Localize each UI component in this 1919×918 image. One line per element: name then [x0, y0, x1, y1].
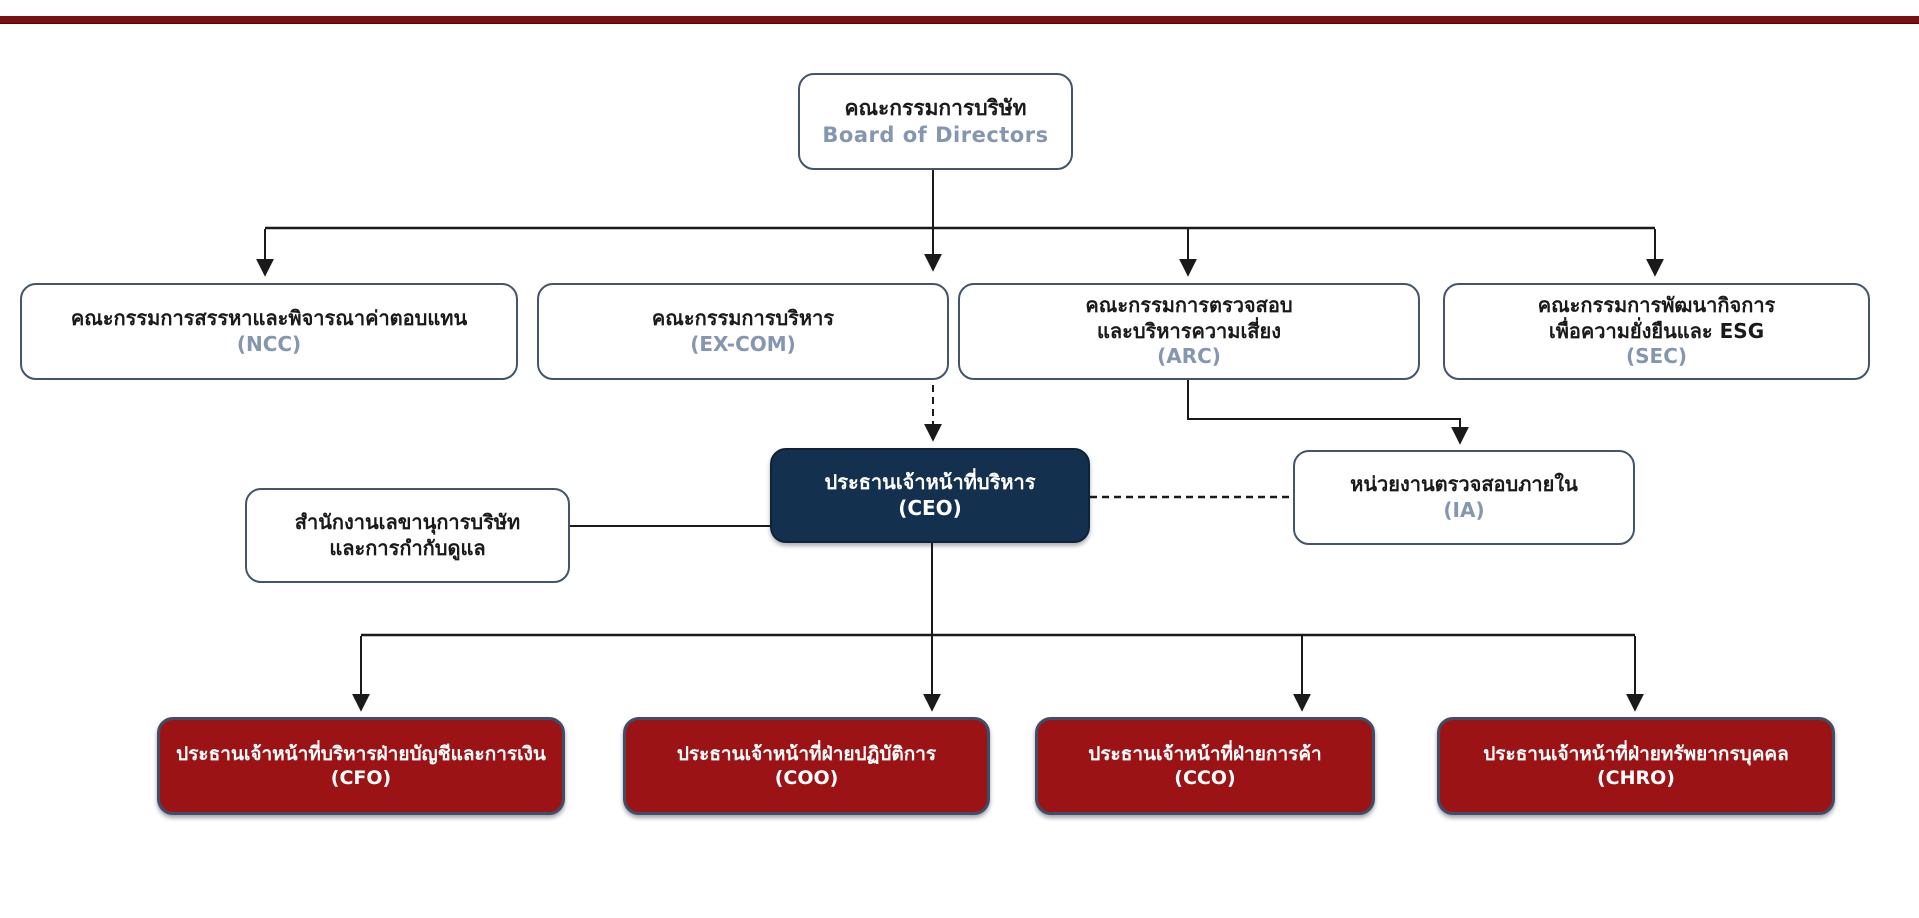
committee-abbr: (EX-COM): [690, 331, 796, 356]
board-title-en: Board of Directors: [822, 122, 1049, 147]
executive-title: ประธานเจ้าหน้าที่ฝ่ายปฏิบัติการ: [676, 742, 937, 765]
executive-title: ประธานเจ้าหน้าที่ฝ่ายทรัพยากรบุคคล: [1483, 742, 1789, 765]
executive-abbr: (CCO): [1174, 767, 1236, 789]
internal-audit-box: หน่วยงานตรวจสอบภายใน (IA): [1293, 450, 1635, 545]
committee-title: คณะกรรมการสรรหาและพิจารณาค่าตอบแทน: [70, 305, 468, 330]
executive-abbr: (CFO): [330, 767, 392, 789]
executive-title: ประธานเจ้าหน้าที่ฝ่ายการค้า: [1088, 742, 1322, 765]
committee-abbr: (NCC): [236, 331, 302, 356]
executive-title: ประธานเจ้าหน้าที่บริหารฝ่ายบัญชีและการเง…: [176, 742, 546, 765]
committee-box-ncc: คณะกรรมการสรรหาและพิจารณาค่าตอบแทน (NCC): [20, 283, 518, 380]
secretary-title-line2: และการกำกับดูแล: [329, 535, 486, 560]
executive-abbr: (CHRO): [1597, 767, 1675, 789]
committee-box-arc: คณะกรรมการตรวจสอบ และบริหารความเสี่ยง (A…: [958, 283, 1420, 380]
ceo-title: ประธานเจ้าหน้าที่บริหาร: [824, 469, 1036, 494]
committee-title-line2: และบริหารความเสี่ยง: [1096, 318, 1282, 343]
committee-title: คณะกรรมการบริหาร: [651, 305, 835, 330]
committee-abbr: (ARC): [1157, 344, 1221, 369]
internal-audit-title: หน่วยงานตรวจสอบภายใน: [1350, 471, 1578, 496]
committee-title: คณะกรรมการพัฒนากิจการ: [1537, 293, 1776, 318]
executive-abbr: (COO): [774, 767, 839, 789]
board-of-directors-box: คณะกรรมการบริษัท Board of Directors: [798, 73, 1073, 170]
ceo-box: ประธานเจ้าหน้าที่บริหาร (CEO): [770, 448, 1090, 543]
company-secretary-box: สำนักงานเลขานุการบริษัท และการกำกับดูแล: [245, 488, 570, 583]
committee-abbr: (SEC): [1625, 344, 1688, 369]
ceo-abbr: (CEO): [898, 495, 962, 520]
secretary-title: สำนักงานเลขานุการบริษัท: [294, 509, 521, 534]
executive-box-chro: ประธานเจ้าหน้าที่ฝ่ายทรัพยากรบุคคล (CHRO…: [1437, 717, 1835, 815]
executive-box-coo: ประธานเจ้าหน้าที่ฝ่ายปฏิบัติการ (COO): [623, 717, 990, 815]
committee-box-sec: คณะกรรมการพัฒนากิจการ เพื่อความยั่งยืนแล…: [1443, 283, 1870, 380]
committee-title-line2: เพื่อความยั่งยืนและ ESG: [1548, 318, 1765, 343]
committee-box-ex-com: คณะกรรมการบริหาร (EX-COM): [537, 283, 949, 380]
committee-title: คณะกรรมการตรวจสอบ: [1085, 293, 1293, 318]
executive-box-cfo: ประธานเจ้าหน้าที่บริหารฝ่ายบัญชีและการเง…: [157, 717, 565, 815]
internal-audit-abbr: (IA): [1443, 497, 1485, 522]
board-title-th: คณะกรรมการบริษัท: [844, 95, 1027, 120]
executive-box-cco: ประธานเจ้าหน้าที่ฝ่ายการค้า (CCO): [1035, 717, 1375, 815]
top-accent-bar: [0, 16, 1919, 24]
